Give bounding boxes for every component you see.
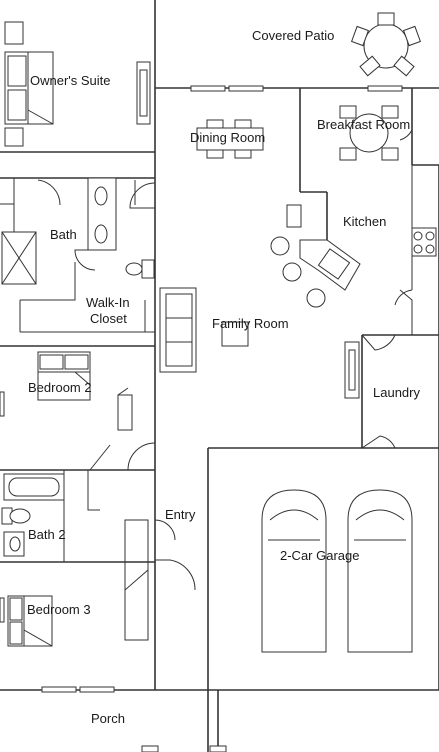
label-family-room: Family Room — [212, 316, 289, 331]
owners-suite-bed — [4, 21, 54, 147]
label-covered-patio: Covered Patio — [252, 28, 334, 43]
label-walk-in: Walk-In — [86, 295, 130, 310]
laundry-appliances — [344, 341, 360, 399]
label-breakfast-room: Breakfast Room — [317, 117, 410, 132]
label-closet: Closet — [90, 311, 127, 326]
breakfast-table — [339, 105, 399, 161]
bath-2-fixtures — [1, 470, 65, 562]
dining-table — [196, 119, 264, 159]
garage-car-right — [347, 489, 413, 653]
label-bath-2: Bath 2 — [28, 527, 66, 542]
doors — [37, 129, 413, 641]
patio-dining-set — [350, 12, 422, 77]
label-bedroom-3: Bedroom 3 — [27, 602, 91, 617]
label-bath: Bath — [50, 227, 77, 242]
label-kitchen: Kitchen — [343, 214, 386, 229]
master-bath-fixtures — [0, 177, 155, 285]
label-dining-room: Dining Room — [190, 130, 265, 145]
label-porch: Porch — [91, 711, 125, 726]
label-bedroom-2: Bedroom 2 — [28, 380, 92, 395]
bedroom-2-bed — [37, 351, 91, 401]
label-laundry: Laundry — [373, 385, 420, 400]
family-room-sofa — [159, 287, 249, 373]
owners-suite-dresser — [136, 61, 151, 125]
windows — [0, 85, 403, 752]
label-garage: 2-Car Garage — [280, 548, 359, 563]
kitchen-island — [270, 165, 437, 308]
label-owners-suite: Owner's Suite — [30, 73, 111, 88]
garage-car-left — [261, 489, 327, 653]
walk-in-closet — [19, 262, 155, 333]
label-entry: Entry — [165, 507, 196, 522]
bedroom-3-bed — [7, 595, 53, 647]
